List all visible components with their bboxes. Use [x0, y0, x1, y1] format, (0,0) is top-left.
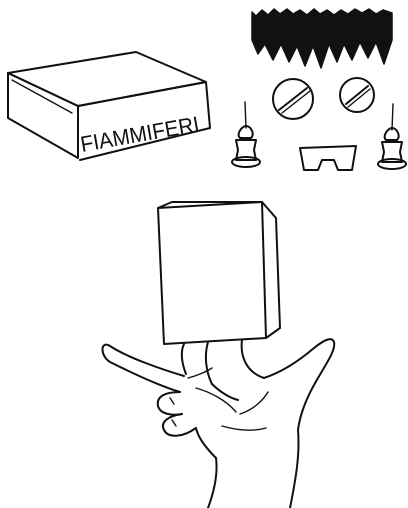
- screw-head-left: [273, 79, 313, 119]
- push-pin-left: [232, 102, 260, 167]
- matchbox: FIAMMIFERI: [8, 52, 210, 160]
- push-pin-right: [378, 104, 406, 169]
- screw-head-right: [340, 78, 374, 112]
- matchbox-label: FIAMMIFERI: [79, 111, 202, 156]
- matchbox-top-face: [8, 52, 206, 106]
- hand-holding-box: [103, 202, 335, 508]
- matchbox-end-face: [8, 73, 78, 158]
- held-box-front: [158, 202, 266, 344]
- drawer-tray: [300, 146, 356, 170]
- matchbox-tray-line: [12, 80, 72, 113]
- comb-strip: [252, 9, 392, 68]
